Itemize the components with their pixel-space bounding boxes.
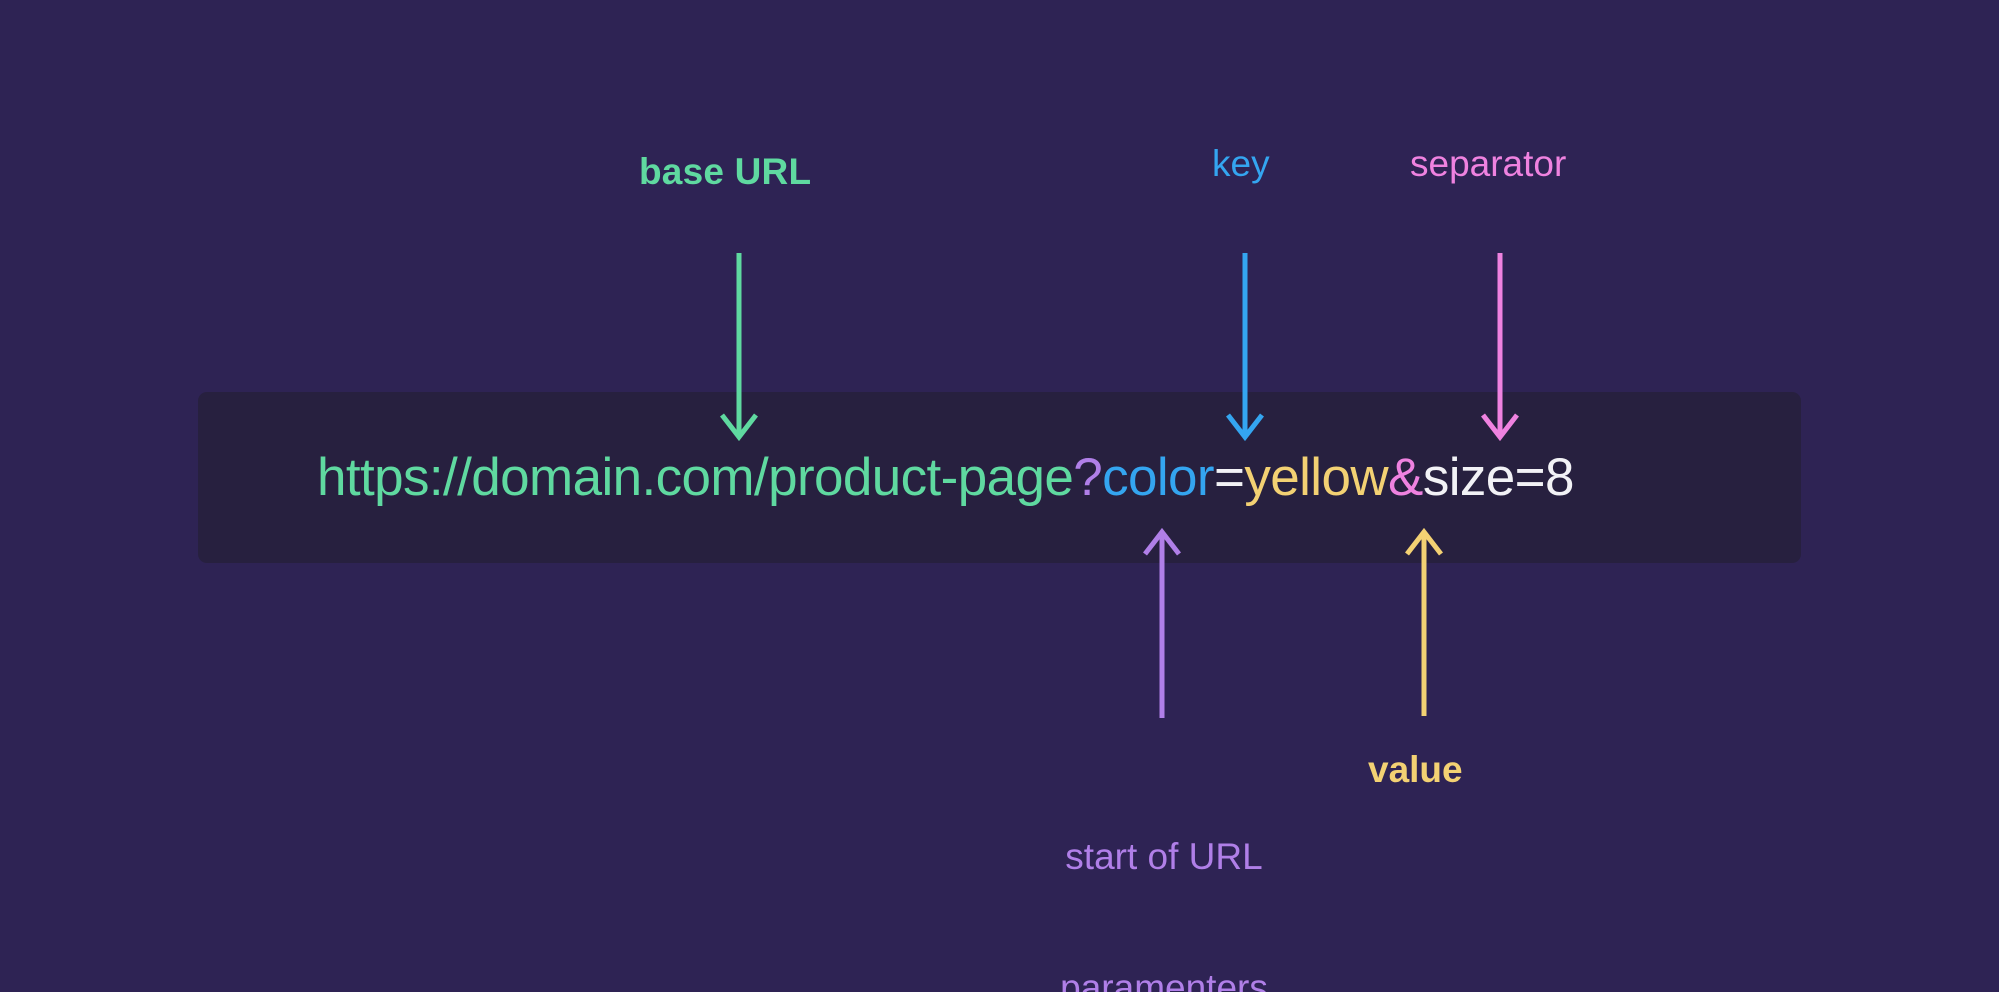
label-key: key xyxy=(1212,143,1270,184)
url-segment-question: ? xyxy=(1073,448,1103,507)
label-start-of-url-parameters: start of URL paramenters xyxy=(1034,748,1294,992)
label-base-url: base URL xyxy=(639,151,812,192)
url-string: https://domain.com/product-page?color=ye… xyxy=(317,392,1575,563)
url-segment-tail: size=8 xyxy=(1422,448,1575,507)
url-segment-key: color xyxy=(1102,448,1214,507)
label-separator: separator xyxy=(1410,143,1567,184)
label-start-of-url-parameters-line1: start of URL xyxy=(1065,836,1263,878)
url-segment-equals: = xyxy=(1214,448,1245,507)
arrow-down-key xyxy=(1226,253,1264,442)
arrow-up-start-of-url-parameters xyxy=(1143,527,1181,718)
url-segment-ampersand: & xyxy=(1388,448,1423,507)
label-value: value xyxy=(1368,749,1463,790)
arrow-up-value xyxy=(1405,527,1443,716)
url-segment-base: https://domain.com/product-page xyxy=(317,448,1074,507)
arrow-down-separator xyxy=(1481,253,1519,442)
url-bar xyxy=(198,392,1801,563)
arrow-down-base-url xyxy=(720,253,758,442)
url-segment-value: yellow xyxy=(1244,448,1389,507)
label-start-of-url-parameters-line2: paramenters xyxy=(1060,967,1268,992)
